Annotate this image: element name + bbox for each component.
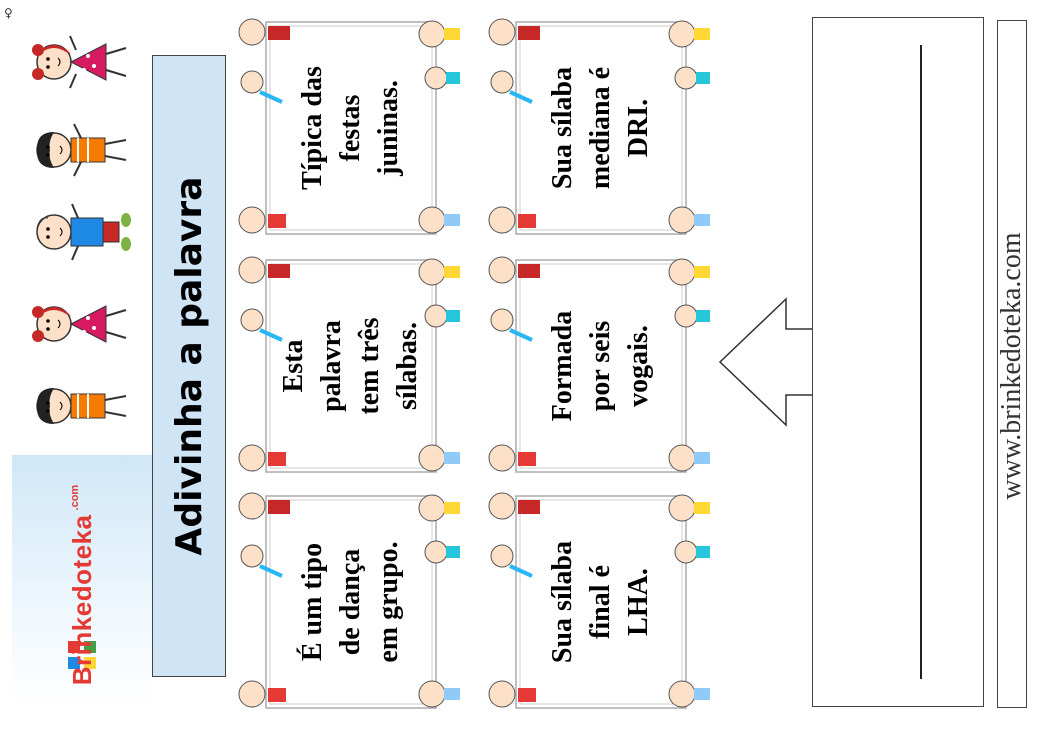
riddle-line: em grupo. xyxy=(373,541,404,663)
kids-frame-border xyxy=(238,492,460,709)
brand-logo: Brinkedoteka .com xyxy=(12,455,152,705)
boy-figure-icon xyxy=(26,118,138,182)
riddle-line: festas xyxy=(335,94,366,162)
boy-figure-icon xyxy=(26,374,138,438)
riddle-line: palavra xyxy=(316,320,347,412)
riddle-line: tem três xyxy=(354,317,385,415)
riddle-line: Típica das xyxy=(297,66,328,190)
girl-figure-icon xyxy=(26,30,138,94)
riddle-line: Sua sílaba xyxy=(547,66,578,190)
boy-blue-figure-icon xyxy=(26,200,138,264)
answer-writing-line xyxy=(920,45,922,679)
riddle-line: por seis xyxy=(585,320,616,412)
riddle-line: mediana é xyxy=(585,66,616,190)
page-title: Adivinha a palavra xyxy=(169,176,210,556)
kids-frame-border xyxy=(488,256,710,473)
logo-cube-icon xyxy=(62,635,102,675)
kids-frame-border xyxy=(238,18,460,235)
title-bar: Adivinha a palavra xyxy=(152,55,226,677)
website-bar: www.brinkedoteka.com xyxy=(996,20,1027,708)
website-url: www.brinkedoteka.com xyxy=(996,232,1027,500)
logo-wordmark: Brinkedoteka .com xyxy=(62,445,102,725)
riddle-line: Esta xyxy=(278,339,309,393)
riddle-line: sílabas. xyxy=(392,322,423,410)
riddle-line: juninas. xyxy=(373,80,404,176)
riddle-line: Formada xyxy=(547,310,578,422)
riddle-line: Sua sílaba xyxy=(547,540,578,664)
riddle-line: final é xyxy=(585,565,616,639)
small-loop-icon: ♀ xyxy=(4,6,13,20)
left-arrow-icon xyxy=(718,297,818,427)
riddle-line: DRI. xyxy=(623,98,654,158)
kids-frame-border xyxy=(238,256,460,473)
kids-frame-border xyxy=(488,18,710,235)
logo-suffix: .com xyxy=(69,484,81,511)
girl-figure-icon xyxy=(26,292,138,356)
answer-box[interactable] xyxy=(812,17,984,707)
riddle-line: É um tipo xyxy=(297,542,328,662)
riddle-line: de dança xyxy=(335,548,366,656)
logo-name: Brinkedoteka xyxy=(66,514,97,686)
riddle-line: LHA. xyxy=(623,568,654,636)
kids-frame-border xyxy=(488,492,710,709)
riddle-line: vogais. xyxy=(623,325,654,407)
